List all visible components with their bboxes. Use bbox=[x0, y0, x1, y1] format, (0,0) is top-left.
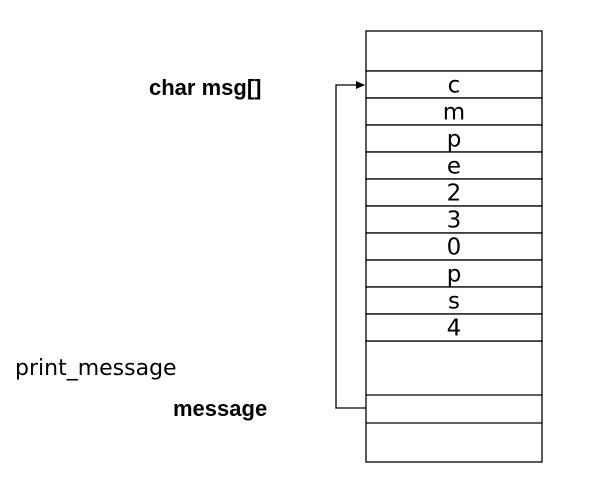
memory-cell-top bbox=[365, 30, 543, 72]
memory-cell-char: s bbox=[448, 289, 460, 315]
memory-cell-char: 2 bbox=[447, 181, 462, 207]
memory-cell-char: m bbox=[443, 100, 465, 126]
memory-cell-box bbox=[365, 97, 543, 126]
parameter-name-label: message bbox=[173, 396, 268, 421]
memory-cell: p bbox=[365, 124, 543, 153]
memory-cell-box bbox=[365, 286, 543, 315]
memory-cell-box bbox=[365, 178, 543, 207]
memory-cell-char: 0 bbox=[447, 235, 462, 261]
memory-cell: p bbox=[365, 259, 543, 288]
memory-cell-char: 3 bbox=[447, 208, 462, 234]
memory-cell-char: 4 bbox=[447, 316, 462, 342]
memory-cell: 4 bbox=[365, 313, 543, 342]
array-name-label: char msg[] bbox=[149, 75, 262, 100]
memory-cell-char: e bbox=[447, 154, 461, 180]
memory-cell: 0 bbox=[365, 232, 543, 261]
memory-block bbox=[365, 30, 543, 463]
memory-cell: s bbox=[365, 286, 543, 315]
memory-cell-box bbox=[365, 124, 543, 153]
memory-cell-bottom-region bbox=[365, 340, 543, 463]
memory-cell-box bbox=[365, 70, 543, 99]
pointer-arrow bbox=[335, 81, 366, 409]
memory-cell-char: c bbox=[448, 73, 461, 99]
memory-cell: c bbox=[365, 70, 543, 99]
memory-cell-char: p bbox=[447, 127, 462, 153]
memory-cell: 3 bbox=[365, 205, 543, 234]
memory-cell: e bbox=[365, 151, 543, 180]
memory-cell: m bbox=[365, 97, 543, 126]
function-name-label: print_message bbox=[15, 356, 177, 381]
memory-cell-box bbox=[365, 313, 543, 342]
memory-cell-char: p bbox=[447, 262, 462, 288]
memory-cell: 2 bbox=[365, 178, 543, 207]
memory-cell-box bbox=[365, 151, 543, 180]
